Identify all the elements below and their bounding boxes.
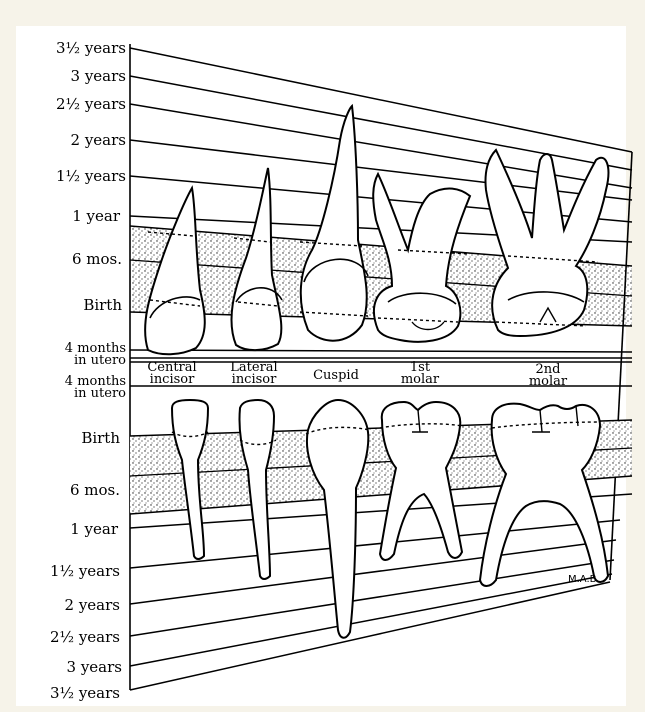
tooth-name-molar1-2: molar [401,372,440,387]
upper-label-1-year: 1 year [72,207,121,225]
upper-label-6-mos: 6 mos. [72,250,122,268]
upper-label-3-5-years: 3½ years [56,39,126,57]
upper-label-3-years: 3 years [71,67,126,85]
upper-label-in-utero: in utero [74,353,126,368]
tooth-name-central-2: incisor [150,372,195,387]
lower-second-molar [480,404,608,586]
lower-label-in-utero: in utero [74,386,126,401]
tooth-name-molar2-2: molar [529,374,568,389]
tooth-name-lateral-2: incisor [232,372,277,387]
lower-label-3-5-years: 3½ years [50,684,120,702]
upper-label-2-years: 2 years [71,131,126,149]
lower-cuspid [307,400,368,638]
lower-label-2-years: 2 years [65,596,120,614]
upper-label-birth: Birth [83,296,122,314]
right-frame-line [610,152,632,580]
lower-label-1-year: 1 year [70,520,119,538]
lower-label-1-5-years: 1½ years [50,562,120,580]
lower-label-6-mos: 6 mos. [70,481,120,499]
upper-label-2-5-years: 2½ years [56,95,126,113]
lower-label-2-5-years: 2½ years [50,628,120,646]
upper-label-1-5-years: 1½ years [56,167,126,185]
artist-signature: M.A.B. [568,574,600,585]
tooth-name-cuspid: Cuspid [313,368,359,383]
lower-label-birth: Birth [81,429,120,447]
lower-label-3-years: 3 years [67,658,122,676]
